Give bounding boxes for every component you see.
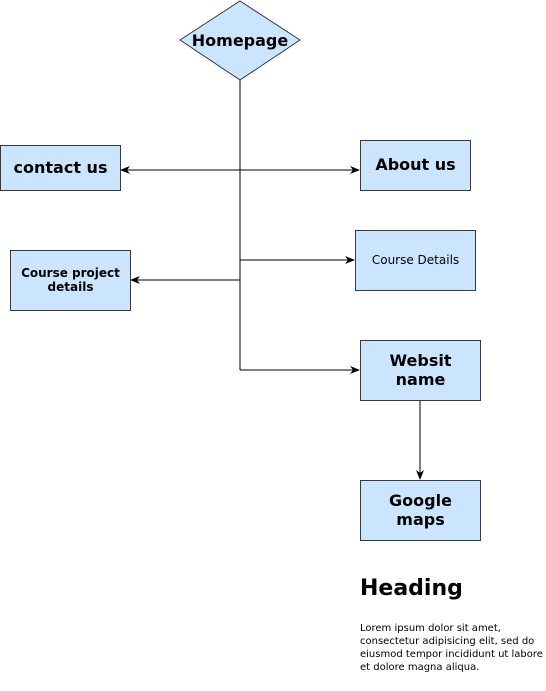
node-contact-us-label: contact us <box>13 157 108 177</box>
node-course-project-details-label: Course project details <box>21 265 120 294</box>
node-contact-us[interactable]: contact us <box>0 145 121 191</box>
node-course-project-details[interactable]: Course project details <box>10 250 131 311</box>
text-block-heading: Heading <box>360 576 463 601</box>
text-block-body: Lorem ipsum dolor sit amet, consectetur … <box>360 623 543 673</box>
node-about-us-label: About us <box>375 155 456 175</box>
node-website-name-label: Websit name <box>389 351 452 389</box>
node-course-details-label: Course Details <box>371 252 460 267</box>
node-about-us[interactable]: About us <box>360 140 471 191</box>
node-homepage[interactable]: Homepage <box>180 0 300 80</box>
node-google-maps[interactable]: Google maps <box>360 480 481 541</box>
node-website-name[interactable]: Websit name <box>360 340 481 401</box>
node-course-details[interactable]: Course Details <box>355 230 476 291</box>
node-google-maps-label: Google maps <box>389 491 452 529</box>
node-homepage-label: Homepage <box>191 30 289 50</box>
